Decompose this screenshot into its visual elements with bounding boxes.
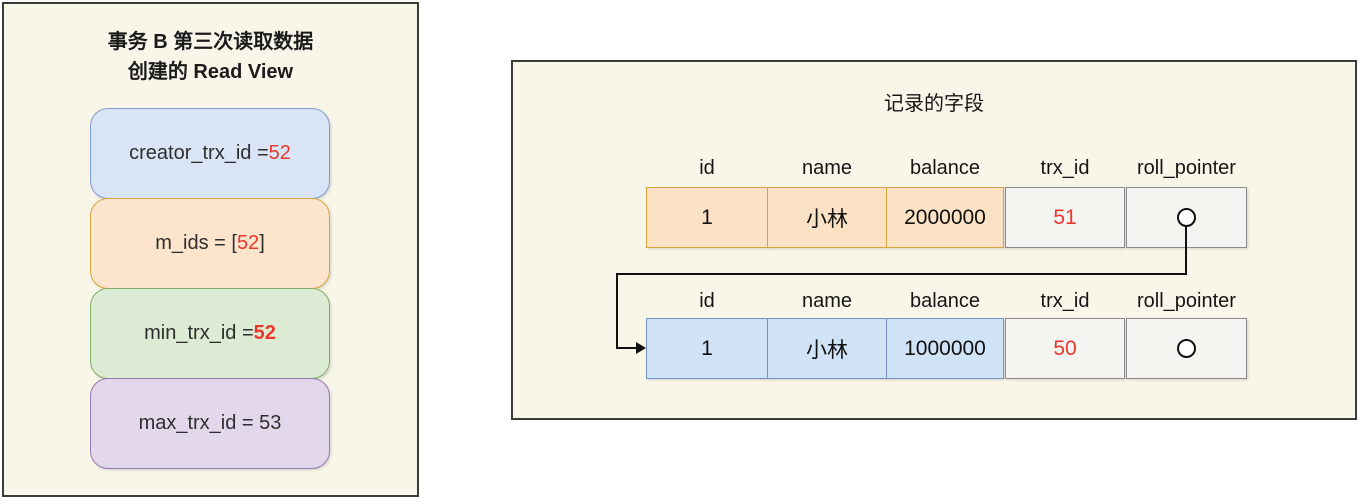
creator-trx-id-label: creator_trx_id = (129, 142, 269, 164)
row2-name-value: 小林 (806, 338, 848, 362)
row2-header-roll-pointer: roll_pointer (1137, 290, 1236, 312)
row2-cell-roll-pointer (1126, 318, 1247, 379)
row2-trx-id-value: 50 (1053, 336, 1077, 360)
row1-header-balance: balance (909, 157, 981, 179)
row1-cell-balance: 2000000 (886, 187, 1004, 248)
row2-header-trx-id: trx_id (1040, 290, 1090, 312)
row1-cell-name: 小林 (767, 187, 887, 248)
m-ids-value: 52 (236, 232, 260, 254)
m-ids-box: m_ids = [52] (90, 198, 330, 289)
row2-header-id: id (699, 290, 715, 312)
m-ids-label: m_ids = [ (155, 232, 237, 254)
circle-icon (1177, 208, 1196, 227)
row2-cell-trx-id: 50 (1005, 318, 1125, 379)
row1-cell-roll-pointer (1126, 187, 1247, 248)
row2-id-value: 1 (701, 336, 713, 360)
max-trx-id-label: max_trx_id = 53 (138, 412, 282, 434)
row1-name-value: 小林 (806, 207, 848, 231)
row1-cell-id: 1 (646, 187, 768, 248)
read-view-title-line1: 事务 B 第三次读取数据 (107, 31, 314, 53)
row1-header-trx-id: trx_id (1040, 157, 1090, 179)
min-trx-id-label: min_trx_id = (144, 322, 254, 344)
row2-balance-value: 1000000 (904, 336, 986, 360)
row1-header-id: id (699, 157, 715, 179)
min-trx-id-box: min_trx_id = 52 (90, 288, 330, 379)
read-view-title-line2: 创建的 Read View (127, 61, 294, 83)
row1-header-roll-pointer: roll_pointer (1137, 157, 1236, 179)
row2-header-name: name (801, 290, 853, 312)
creator-trx-id-box: creator_trx_id = 52 (90, 108, 330, 199)
row1-balance-value: 2000000 (904, 205, 986, 229)
row1-cell-trx-id: 51 (1005, 187, 1125, 248)
row2-cell-name: 小林 (767, 318, 887, 379)
record-fields-title: 记录的字段 (884, 93, 984, 115)
creator-trx-id-value: 52 (268, 142, 291, 164)
row2-cell-id: 1 (646, 318, 768, 379)
row1-id-value: 1 (701, 205, 713, 229)
row2-cell-balance: 1000000 (886, 318, 1004, 379)
circle-icon (1177, 339, 1196, 358)
row1-header-name: name (801, 157, 853, 179)
min-trx-id-value: 52 (253, 322, 276, 344)
max-trx-id-box: max_trx_id = 53 (90, 378, 330, 469)
row2-header-balance: balance (909, 290, 981, 312)
row1-trx-id-value: 51 (1053, 205, 1077, 229)
read-view-title: 事务 B 第三次读取数据 创建的 Read View (2, 27, 419, 87)
m-ids-suffix: ] (259, 232, 265, 254)
